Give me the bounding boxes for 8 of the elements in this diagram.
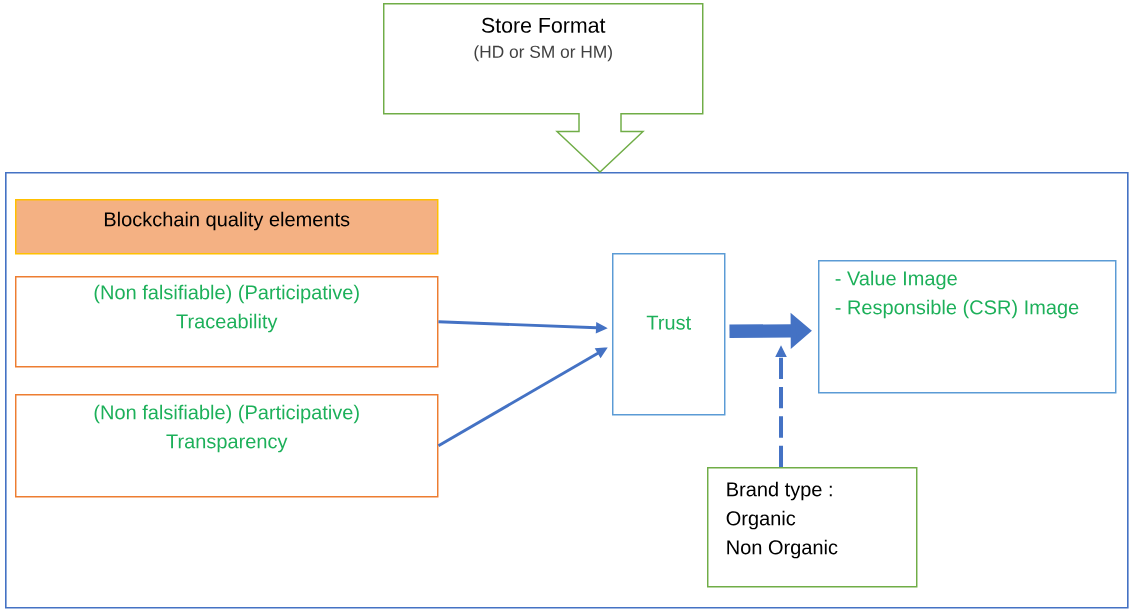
block-arrow — [555, 112, 645, 174]
header-box: Blockchain quality elements — [15, 199, 439, 255]
process-box: (Non falsifiable) (Participative) Traceability — [15, 276, 439, 368]
process-box: (Non falsifiable) (Participative) Transparency — [15, 394, 439, 498]
outcome-box: - Value Image - Responsible (CSR) Image — [818, 260, 1117, 394]
moderator-box: Brand type : Organic Non Organic — [707, 467, 918, 588]
process-box: Trust — [612, 253, 726, 416]
callout-box: Store Format (HD or SM or HM) — [383, 3, 704, 115]
